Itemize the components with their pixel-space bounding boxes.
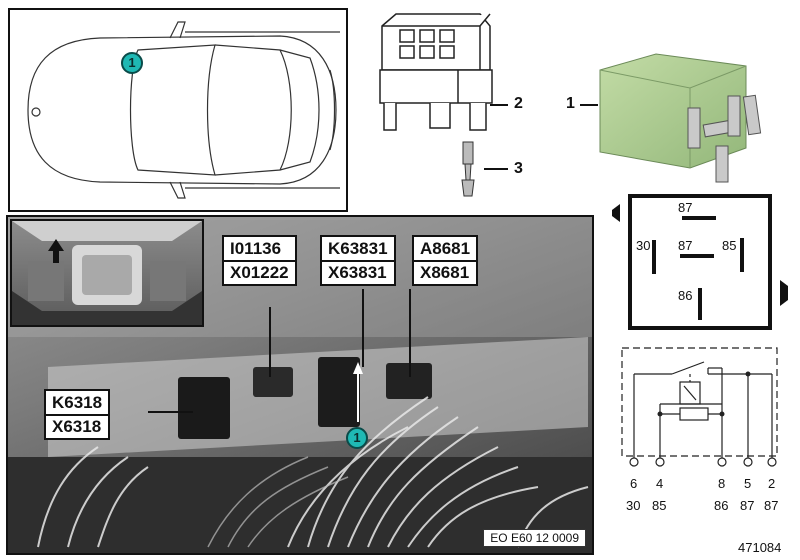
engine-overview-inset xyxy=(10,219,204,327)
schematic-pin-term-3: 86 xyxy=(714,498,729,513)
schematic-pin-num-4: 5 xyxy=(744,476,752,491)
schematic-pin-term-2: 85 xyxy=(652,498,667,513)
connector-housing-drawing xyxy=(379,13,493,131)
relay-pin-face xyxy=(612,194,788,330)
label-i01136-top: I01136 xyxy=(230,239,282,258)
label-k63831: K63831 X63831 xyxy=(320,235,396,286)
document-number: 471084 xyxy=(738,540,782,555)
relay-face-pin-right: 85 xyxy=(722,238,737,253)
label-k63831-bottom: X63831 xyxy=(328,263,387,282)
relay-face-pin-top: 87 xyxy=(678,200,693,215)
vehicle-location-panel: 1 xyxy=(8,8,348,212)
schematic-pin-num-2: 4 xyxy=(656,476,664,491)
engine-bay-photo: I01136 X01222 K63831 X63831 A8681 X8681 … xyxy=(6,215,594,555)
schematic-pin-term-4: 87 xyxy=(740,498,755,513)
photo-location-callout: 1 xyxy=(346,427,368,449)
schematic-pin-term-5: 87 xyxy=(764,498,779,513)
label-k6318-bottom: X6318 xyxy=(52,417,102,436)
leader-line-2 xyxy=(490,104,508,106)
label-i01136-bottom: X01222 xyxy=(230,263,289,282)
label-i01136: I01136 X01222 xyxy=(222,235,297,286)
car-location-callout: 1 xyxy=(121,52,143,74)
schematic-pin-term-1: 30 xyxy=(626,498,641,513)
relay-face-pin-left: 30 xyxy=(636,238,651,253)
schematic-pin-num-3: 8 xyxy=(718,476,726,491)
label-a8681-top: A8681 xyxy=(420,239,471,258)
relay-schematic xyxy=(621,347,778,467)
label-k6318-top: K6318 xyxy=(52,393,103,412)
label-k6318: K6318 X6318 xyxy=(44,389,111,440)
terminal-drawing xyxy=(461,141,475,197)
schematic-pin-num-5: 2 xyxy=(768,476,776,491)
part-number-3: 3 xyxy=(514,160,523,177)
photo-reference-id: EO E60 12 0009 xyxy=(483,529,586,547)
part-number-2: 2 xyxy=(514,95,523,112)
leader-line-1 xyxy=(580,104,598,106)
part-number-1: 1 xyxy=(566,95,575,112)
label-k63831-top: K63831 xyxy=(328,239,388,258)
engine-inset-scene xyxy=(12,221,202,325)
car-outline-drawing xyxy=(27,21,340,199)
schematic-pin-num-1: 6 xyxy=(630,476,638,491)
relay-face-pin-bottom: 86 xyxy=(678,288,693,303)
label-a8681: A8681 X8681 xyxy=(412,235,479,286)
leader-line-3 xyxy=(484,168,508,170)
label-a8681-bottom: X8681 xyxy=(420,263,470,282)
relay-drawing xyxy=(599,53,762,183)
relay-face-pin-center: 87 xyxy=(678,238,693,253)
